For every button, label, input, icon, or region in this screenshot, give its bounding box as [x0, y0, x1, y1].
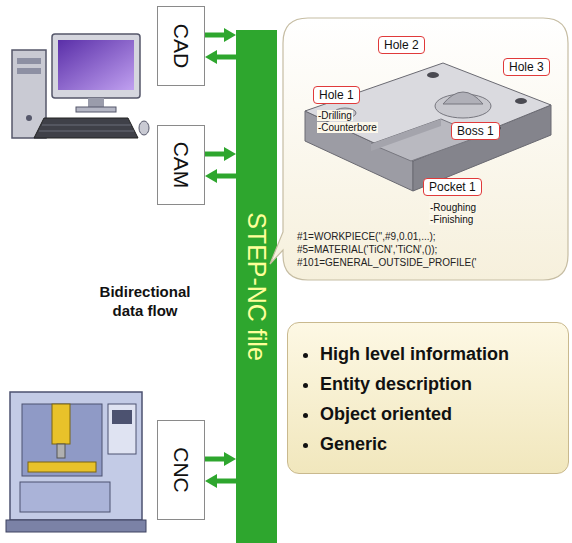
system-box: CAD [157, 6, 205, 86]
system-name: CNC [169, 447, 193, 493]
data-flow-arrow [205, 152, 226, 157]
data-flow-arrow [205, 457, 226, 462]
code-line: #5=MATERIAL('TiCN','TiCN',()); [297, 243, 476, 256]
flow-caption: Bidirectional data flow [85, 282, 205, 320]
file-bar: STEP-NC file [236, 30, 277, 543]
feature-name: Hole 2 [384, 38, 419, 52]
cnc-machine-illustration [6, 392, 146, 532]
property-item: High level information [320, 339, 558, 369]
feature-name: Pocket 1 [429, 180, 476, 194]
system-box: CNC [157, 420, 205, 520]
feature-name: Hole 1 [319, 88, 354, 102]
code-line: #101=GENERAL_OUTSIDE_PROFILE(' [297, 256, 476, 269]
data-flow-arrow [215, 174, 236, 179]
feature-tag: Boss 1 [451, 122, 500, 140]
property-box: High level informationEntity description… [287, 322, 569, 474]
data-flow-arrow [215, 55, 236, 60]
file-title: STEP-NC file [242, 212, 271, 361]
operation-label: -Counterbore [317, 122, 378, 133]
feature-name: Hole 3 [509, 60, 544, 74]
feature-tag: Hole 2 [378, 36, 425, 54]
property-list: High level informationEntity description… [288, 323, 568, 469]
code-line: #1=WORKPIECE('',#9,0.01,...); [297, 230, 476, 243]
system-box: CAM [157, 125, 205, 205]
callout-bubble: #1=WORKPIECE('',#9,0.01,...);#5=MATERIAL… [283, 18, 568, 280]
property-item: Object oriented [320, 399, 558, 429]
feature-tag: Pocket 1 [423, 178, 482, 196]
system-name: CAD [169, 24, 193, 68]
data-flow-arrow [215, 479, 236, 484]
feature-tag: Hole 3 [503, 58, 550, 76]
feature-name: Boss 1 [457, 124, 494, 138]
data-flow-arrow [205, 33, 226, 38]
computer-illustration [12, 34, 149, 138]
property-item: Entity description [320, 369, 558, 399]
system-name: CAM [169, 142, 193, 189]
feature-tag: Hole 1 [313, 86, 360, 104]
operation-label: -Finishing [429, 214, 474, 225]
operation-label: -Drilling [317, 110, 353, 121]
code-block: #1=WORKPIECE('',#9,0.01,...);#5=MATERIAL… [297, 230, 476, 269]
property-item: Generic [320, 429, 558, 459]
operation-label: -Roughing [429, 202, 477, 213]
